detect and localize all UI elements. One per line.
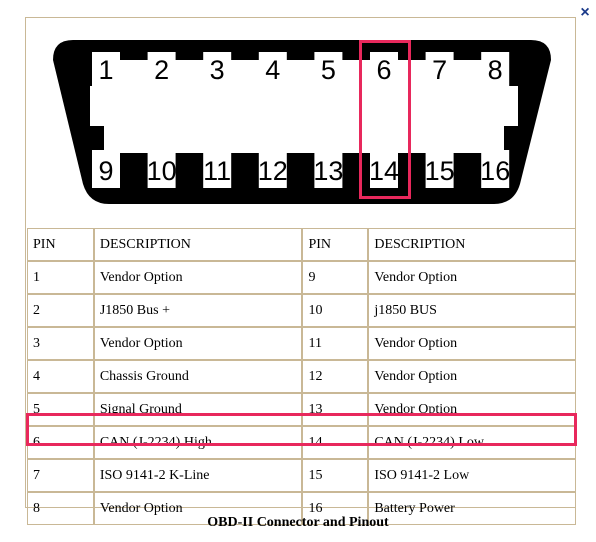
pin-cell: 3	[27, 327, 94, 360]
pin-cell: 14	[302, 426, 369, 459]
description-cell: Battery Power	[368, 492, 576, 525]
table-row: 2 J1850 Bus + 10 j1850 BUS	[27, 294, 576, 327]
close-button[interactable]: ×	[577, 5, 593, 21]
bottom-pin-11	[203, 150, 232, 188]
top-pin-3	[203, 52, 232, 86]
bottom-pin-15	[425, 150, 454, 188]
header-pin: PIN	[27, 228, 94, 261]
pin-number-4: 4	[265, 55, 280, 85]
bottom-pin-9	[92, 150, 120, 188]
top-pin-5	[314, 52, 343, 86]
top-pin-6	[370, 52, 398, 86]
top-pin-2	[147, 52, 176, 86]
bottom-pin-10	[147, 150, 176, 188]
pin-number-2: 2	[154, 55, 169, 85]
pin-number-14: 14	[369, 156, 399, 186]
pin-number-3: 3	[210, 55, 225, 85]
description-cell: ISO 9141-2 Low	[368, 459, 576, 492]
close-icon: ×	[580, 4, 590, 21]
connector-cavity	[90, 60, 518, 153]
table-header-row: PIN DESCRIPTION PIN DESCRIPTION	[27, 228, 576, 261]
figure-caption: OBD-II Connector and Pinout	[207, 515, 389, 530]
description-cell: CAN (J-2234) Low	[368, 426, 576, 459]
pin-cell: 6	[27, 426, 94, 459]
pin-number-1: 1	[98, 55, 113, 85]
pin-number-13: 13	[313, 156, 343, 186]
pin-cell: 2	[27, 294, 94, 327]
table-row: 1 Vendor Option 9 Vendor Option	[27, 261, 576, 294]
pin-cell: 12	[302, 360, 369, 393]
pin-cell: 10	[302, 294, 369, 327]
bottom-pin-13	[314, 150, 343, 188]
pin-cell: 15	[302, 459, 369, 492]
table-row: 3 Vendor Option 11 Vendor Option	[27, 327, 576, 360]
header-pin: PIN	[302, 228, 369, 261]
pinout-table: PIN DESCRIPTION PIN DESCRIPTION 1 Vendor…	[27, 228, 576, 525]
table-row-highlighted: 6 CAN (J-2234) High 14 CAN (J-2234) Low	[27, 426, 576, 459]
description-cell: Vendor Option	[93, 261, 303, 294]
table-row: 4 Chassis Ground 12 Vendor Option	[27, 360, 576, 393]
description-cell: j1850 BUS	[368, 294, 576, 327]
pin-number-7: 7	[432, 55, 447, 85]
pin-number-16: 16	[480, 156, 510, 186]
description-cell: Vendor Option	[368, 393, 576, 426]
pin-cell: 9	[302, 261, 369, 294]
table-row: 7 ISO 9141-2 K-Line 15 ISO 9141-2 Low	[27, 459, 576, 492]
pin-cell: 8	[27, 492, 94, 525]
pin-cell: 11	[302, 327, 369, 360]
pin-number-5: 5	[321, 55, 336, 85]
pin-cell: 5	[27, 393, 94, 426]
pin-cell: 7	[27, 459, 94, 492]
table-row: 8 Vendor Option 16 Battery Power	[27, 492, 576, 525]
bottom-pin-12	[258, 150, 287, 188]
pin-cell: 1	[27, 261, 94, 294]
pin-number-15: 15	[425, 156, 455, 186]
description-cell: Vendor Option	[93, 492, 303, 525]
description-cell: J1850 Bus +	[93, 294, 303, 327]
header-description: DESCRIPTION	[368, 228, 576, 261]
description-cell: Vendor Option	[93, 327, 303, 360]
pin-cell: 4	[27, 360, 94, 393]
top-pin-8	[481, 52, 510, 86]
pin-cell: 13	[302, 393, 369, 426]
top-pin-4	[258, 52, 287, 86]
bottom-pin-16	[481, 150, 510, 188]
header-description: DESCRIPTION	[93, 228, 303, 261]
pin-number-9: 9	[98, 156, 113, 186]
top-pin-7	[425, 52, 454, 86]
description-cell: Signal Ground	[93, 393, 303, 426]
table-row: 5 Signal Ground 13 Vendor Option	[27, 393, 576, 426]
description-cell: Vendor Option	[368, 327, 576, 360]
description-cell: Vendor Option	[368, 261, 576, 294]
pin-number-11: 11	[203, 156, 231, 186]
description-cell: Chassis Ground	[93, 360, 303, 393]
pin-number-12: 12	[258, 156, 288, 186]
description-cell: Vendor Option	[368, 360, 576, 393]
pin-number-10: 10	[147, 156, 177, 186]
top-pin-1	[92, 52, 120, 86]
description-cell: ISO 9141-2 K-Line	[93, 459, 303, 492]
description-cell: CAN (J-2234) High	[93, 426, 303, 459]
pin-number-6: 6	[376, 55, 391, 85]
pin-number-8: 8	[488, 55, 503, 85]
pin-cell: 16	[302, 492, 369, 525]
bottom-pin-14	[370, 150, 398, 188]
